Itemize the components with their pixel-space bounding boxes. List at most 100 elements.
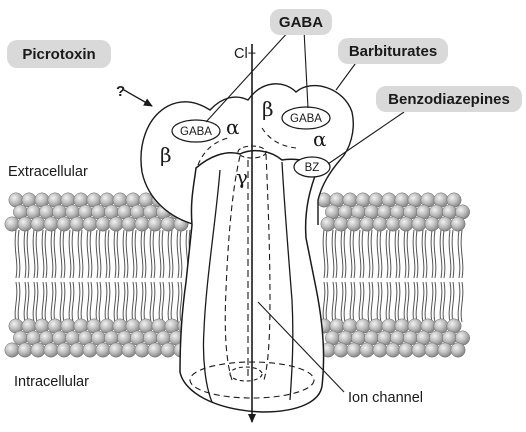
lipid-tail	[87, 230, 89, 322]
lipid-tail	[159, 230, 161, 322]
lipid-head	[122, 217, 136, 231]
lipid-tail	[51, 230, 53, 322]
subunit-beta-center: β	[262, 97, 274, 121]
lipid-tail	[443, 230, 445, 322]
barbiturates-leader	[336, 60, 358, 90]
lipid-tail	[350, 230, 352, 322]
lipid-head	[96, 343, 110, 357]
lipid-tail	[18, 230, 20, 322]
lipid-tail	[368, 230, 370, 322]
lipid-tail	[168, 230, 170, 322]
lipid-head	[57, 343, 71, 357]
lipid-head	[122, 343, 136, 357]
lipid-tail	[123, 230, 125, 322]
lipid-tail	[45, 230, 47, 322]
subunit-beta-left: β	[160, 143, 172, 167]
lipid-tail	[33, 230, 35, 322]
lipid-tail	[141, 230, 143, 322]
ion-channel-label: Ion channel	[348, 390, 423, 406]
lipid-head	[18, 343, 32, 357]
lipid-tail	[135, 230, 137, 322]
lipid-head	[44, 343, 58, 357]
lipid-head	[5, 343, 19, 357]
lipid-head	[31, 343, 45, 357]
lipid-tail	[144, 230, 146, 322]
lipid-tail	[362, 230, 364, 322]
lipid-tail	[24, 230, 26, 322]
lipid-tail	[431, 230, 433, 322]
lipid-head	[334, 343, 348, 357]
lipid-bilayer-right	[317, 193, 470, 357]
lipid-tail	[398, 230, 400, 322]
intracellular-label: Intracellular	[14, 374, 89, 390]
lipid-tail	[15, 230, 17, 322]
lipid-tail	[380, 230, 382, 322]
lipid-head	[451, 343, 465, 357]
gaba-site-left: GABA	[172, 120, 220, 142]
lipid-tail	[126, 230, 128, 322]
lipid-tail	[180, 230, 182, 322]
lipid-head	[451, 217, 465, 231]
lipid-tail	[171, 230, 173, 322]
lipid-tail	[117, 230, 119, 322]
lipid-tail	[344, 230, 346, 322]
lipid-tail	[177, 230, 179, 322]
lipid-tail	[326, 230, 328, 322]
lipid-tail	[377, 230, 379, 322]
bz-site-label: BZ	[305, 162, 320, 174]
lipid-tail	[81, 230, 83, 322]
lipid-tail	[353, 230, 355, 322]
bz-site: BZ	[294, 157, 330, 177]
lipid-tail	[108, 230, 110, 322]
lipid-tail	[389, 230, 391, 322]
lipid-tail	[132, 230, 134, 322]
lipid-tail	[162, 230, 164, 322]
lipid-head	[70, 217, 84, 231]
gaba-site-right-label: GABA	[290, 113, 322, 125]
lipid-head	[347, 343, 361, 357]
lipid-head	[373, 217, 387, 231]
picrotoxin-question-mark: ?	[116, 83, 125, 100]
lipid-head	[31, 217, 45, 231]
lipid-head	[360, 217, 374, 231]
lipid-head	[148, 343, 162, 357]
lipid-head	[96, 217, 110, 231]
lipid-tail	[54, 230, 56, 322]
lipid-tail	[69, 230, 71, 322]
picrotoxin-label-box: Picrotoxin	[7, 40, 111, 68]
lipid-tail	[422, 230, 424, 322]
lipid-head	[148, 217, 162, 231]
lipid-tail	[72, 230, 74, 322]
subunit-alpha-right: α	[313, 127, 327, 151]
lipid-tail	[359, 230, 361, 322]
lipid-tail	[42, 230, 44, 322]
lipid-tail	[413, 230, 415, 322]
lipid-tail	[36, 230, 38, 322]
lipid-tail	[60, 230, 62, 322]
lipid-head	[412, 343, 426, 357]
lipid-head	[70, 343, 84, 357]
lipid-head	[321, 217, 335, 231]
lipid-tail	[452, 230, 454, 322]
lipid-head	[334, 217, 348, 231]
gaba-site-left-label: GABA	[180, 126, 212, 138]
lipid-tail	[153, 230, 155, 322]
lipid-head	[360, 343, 374, 357]
lipid-head	[5, 217, 19, 231]
lipid-head	[399, 343, 413, 357]
lipid-tail	[440, 230, 442, 322]
lipid-head	[18, 217, 32, 231]
lipid-tail	[90, 230, 92, 322]
lipid-tail	[341, 230, 343, 322]
lipid-tail	[335, 230, 337, 322]
lipid-tail	[461, 230, 463, 322]
lipid-tail	[407, 230, 409, 322]
lipid-tail	[105, 230, 107, 322]
lipid-tail	[150, 230, 152, 322]
lipid-tail	[458, 230, 460, 322]
lipid-head	[109, 217, 123, 231]
barbiturates-label: Barbiturates	[349, 43, 437, 60]
lipid-tail	[434, 230, 436, 322]
lipid-tail	[27, 230, 29, 322]
lipid-head	[347, 217, 361, 231]
